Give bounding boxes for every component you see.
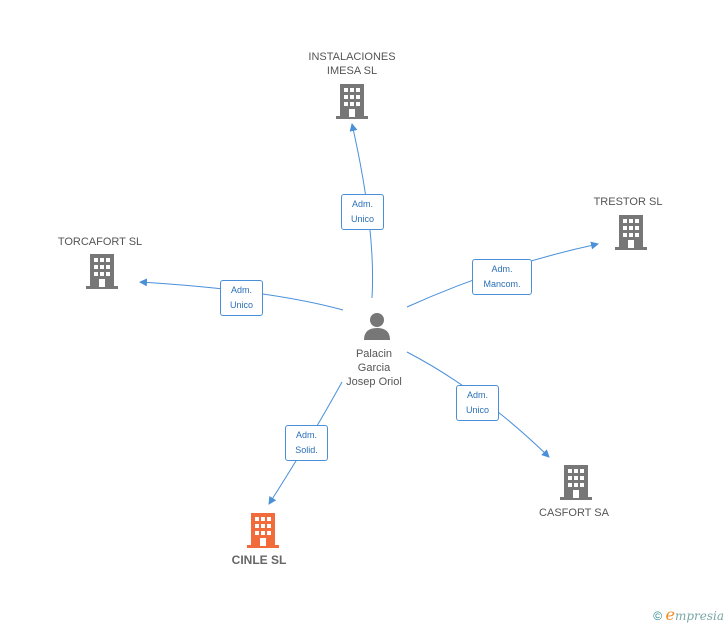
edge-label-trestor: Adm. Mancom. — [472, 259, 532, 295]
edge-label-line1: Adm. — [466, 390, 488, 400]
copyright-symbol: © — [653, 609, 663, 623]
edge-label-line2: Mancom. — [483, 279, 521, 289]
company-label-casfort[interactable]: CASFORT SA — [539, 507, 609, 519]
edge-label-line1: Adm. — [351, 199, 373, 209]
brand-logo-text: mpresia — [674, 609, 724, 623]
edge-label-line1: Adm. — [295, 430, 317, 440]
building-icon[interactable] — [247, 513, 279, 554]
company-label-torcafort[interactable]: TORCAFORT SL — [57, 236, 143, 248]
edge-label-line1: Adm. — [491, 264, 513, 274]
edge-label-casfort: Adm. Unico — [456, 385, 499, 421]
company-label-cinle[interactable]: CINLE SL — [231, 553, 287, 567]
footer-credit: © empresia — [653, 605, 724, 624]
edge-label-line2: Unico — [465, 405, 489, 415]
center-person-label[interactable]: Palacin Garcia Josep Oriol — [346, 348, 402, 388]
building-icon[interactable] — [86, 254, 118, 295]
edge-label-cinle: Adm. Solid. — [285, 425, 328, 461]
edge-label-instalaciones: Adm. Unico — [341, 194, 384, 230]
edge-label-line2: Unico — [229, 300, 253, 310]
building-icon[interactable] — [336, 84, 368, 125]
edge-label-line2: Solid. — [295, 445, 318, 455]
edge-label-torcafort: Adm. Unico — [220, 280, 263, 316]
company-label-trestor[interactable]: TRESTOR SL — [593, 196, 663, 208]
building-icon[interactable] — [615, 215, 647, 256]
building-icon[interactable] — [560, 465, 592, 506]
edge-label-line1: Adm. — [230, 285, 252, 295]
brand-logo[interactable]: empresia — [665, 605, 724, 624]
edge-label-line2: Unico — [350, 214, 374, 224]
brand-logo-e: e — [665, 605, 675, 624]
person-icon[interactable] — [363, 311, 391, 346]
company-label-instalaciones[interactable]: INSTALACIONES IMESA SL — [308, 51, 396, 77]
